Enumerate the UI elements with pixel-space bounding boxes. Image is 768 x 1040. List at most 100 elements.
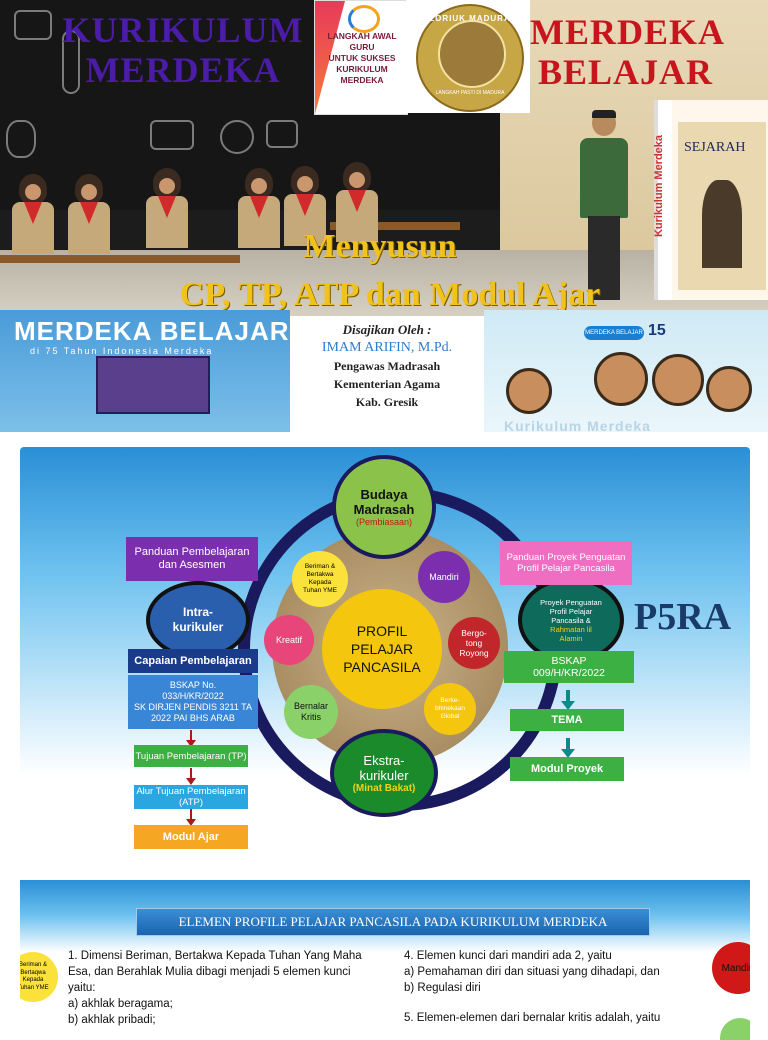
node-title: Ekstra-kurikuler xyxy=(359,752,409,783)
book-spine-text: Kurikulum Merdeka xyxy=(653,134,666,238)
presenter-intro: Disajikan Oleh : xyxy=(342,322,432,337)
student xyxy=(334,162,380,242)
logo-text: UNTUK SUKSES xyxy=(328,53,396,63)
paragraph-line: 1. Dimensi Beriman, Bertakwa Kepada Tuha… xyxy=(68,950,362,962)
box-label: Capaian Pembelajaran xyxy=(134,654,252,667)
elemen-profil-slide: ELEMEN PROFILE PELAJAR PANCASILA PADA KU… xyxy=(20,880,750,1040)
panduan-pembelajaran-box: Panduan Pembelajaran dan Asesmen xyxy=(126,537,258,581)
presenter-org: Kementerian Agama xyxy=(333,377,441,391)
alur-tujuan-box: Alur Tujuan Pembelajaran (ATP) xyxy=(134,785,248,809)
logo-text: KURIKULUM xyxy=(336,64,388,74)
node-title: Intra-kurikuler xyxy=(172,605,224,634)
banner-title: MERDEKA BELAJAR xyxy=(14,316,290,346)
banner-footer: Kurikulum Merdeka xyxy=(504,418,651,432)
element-label: Beriman & Bertakwa Kepada Tuhan YME xyxy=(303,563,337,594)
ekstrakurikuler-node: Ekstra-kurikuler (Minat Bakat) xyxy=(330,729,438,817)
child-illustration xyxy=(652,354,704,406)
headline-menyusun: Menyusun xyxy=(303,228,457,265)
student xyxy=(66,174,112,254)
down-arrow-icon xyxy=(561,738,575,758)
badge-label: Beriman & Bertaqwa Kepada Tuhan YME xyxy=(20,962,49,991)
logo-ring-text: LORIUK MADURA xyxy=(429,14,511,23)
budaya-madrasah-node: Budaya Madrasah (Pembiasaan) xyxy=(332,455,436,559)
paragraph-line: yaitu: xyxy=(68,982,96,994)
framework-diagram-slide: Budaya Madrasah (Pembiasaan) Ekstra-kuri… xyxy=(20,447,750,857)
jar-doodle-icon xyxy=(6,120,36,158)
pot-doodle-icon xyxy=(220,120,254,154)
box-label: Panduan Proyek Penguatan Profil Pelajar … xyxy=(506,552,626,574)
node-subtitle: (Minat Bakat) xyxy=(352,782,416,794)
student xyxy=(144,168,190,248)
langkah-awal-logo: LANGKAH AWAL GURU UNTUK SUKSES KURIKULUM… xyxy=(314,0,408,115)
child-illustration xyxy=(506,368,552,414)
box-label: Modul Ajar xyxy=(162,830,220,843)
pencils-emblem-icon xyxy=(438,20,506,88)
node-subtitle: Rahmatan lil Alamin xyxy=(550,624,592,643)
pan-doodle-icon xyxy=(266,120,298,148)
down-arrow-icon xyxy=(186,809,196,826)
laptop-doodle-icon xyxy=(150,120,194,150)
mandiri-badge: Mandiri xyxy=(712,942,750,994)
child-illustration xyxy=(706,366,752,412)
box-label: Tujuan Pembelajaran (TP) xyxy=(135,750,247,762)
laptop-doodle-icon xyxy=(14,10,52,40)
loriuk-madura-logo: LORIUK MADURA LANGKAH PASTI DI MADURA xyxy=(406,0,530,113)
down-arrow-icon xyxy=(561,690,575,710)
bskap-text: 2022 PAI BHS ARAB xyxy=(151,713,235,723)
kreatif-element: Kreatif xyxy=(264,615,314,665)
modul-proyek-box: Modul Proyek xyxy=(510,757,624,781)
video-call-illustration xyxy=(96,356,210,414)
list-item: b) akhlak pribadi; xyxy=(68,1014,156,1026)
paragraph-line: 5. Elemen-elemen dari bernalar kritis ad… xyxy=(404,1012,661,1024)
cover-slide: KURIKULUM MERDEKA LANGKAH AWAL GURU UNTU… xyxy=(0,0,768,432)
profil-pelajar-pancasila-center: PROFIL PELAJAR PANCASILA xyxy=(322,589,442,709)
portrait-image xyxy=(702,180,742,268)
child-illustration xyxy=(594,352,648,406)
beriman-text-block: 1. Dimensi Beriman, Bertakwa Kepada Tuha… xyxy=(68,948,388,1028)
episode-number: 15 xyxy=(648,322,666,339)
kebhinekaan-element: Berke-bhinekaan Global xyxy=(424,683,476,735)
element-label: Kreatif xyxy=(275,635,302,645)
element-label: Bernalar Kritis xyxy=(293,701,329,722)
tujuan-pembelajaran-box: Tujuan Pembelajaran (TP) xyxy=(134,745,248,767)
element-label: Berke-bhinekaan Global xyxy=(435,697,465,720)
paragraph-line: Esa, dan Berahlak Mulia dibagi menjadi 5… xyxy=(68,966,351,978)
title-line: KURIKULUM xyxy=(62,10,304,50)
presenter-name: IMAM ARIFIN, M.Pd. xyxy=(321,340,453,355)
modul-ajar-box: Modul Ajar xyxy=(134,825,248,849)
center-title: PROFIL PELAJAR PANCASILA xyxy=(343,623,421,675)
teacher xyxy=(578,110,630,300)
logo-text: MERDEKA xyxy=(340,75,384,85)
down-arrow-icon xyxy=(186,768,196,785)
merdeka-belajar-15-banner: MERDEKA BELAJAR 15 Kurikulum Merdeka xyxy=(484,310,768,432)
proyek-p5ra-node: Proyek Penguatan Profil Pelajar Pancasil… xyxy=(518,577,624,663)
logo-text: LANGKAH AWAL GURU xyxy=(327,31,397,52)
slide-header: ELEMEN PROFILE PELAJAR PANCASILA PADA KU… xyxy=(136,908,650,936)
merdeka-belajar-title: MERDEKA BELAJAR xyxy=(530,12,740,92)
box-label: Alur Tujuan Pembelajaran (ATP) xyxy=(136,786,246,808)
p5ra-label: P5RA xyxy=(634,596,732,638)
intrakurikuler-node: Intra-kurikuler xyxy=(146,581,250,659)
title-line: BELAJAR xyxy=(538,52,714,92)
desk xyxy=(330,222,460,230)
element-label: Bergo-tong Royong xyxy=(459,628,489,658)
headline-cp-tp-atp: CP, TP, ATP dan Modul Ajar xyxy=(179,276,601,313)
logo-ring-text: LANGKAH PASTI DI MADURA xyxy=(435,90,505,96)
presenter-info: Disajikan Oleh : IMAM ARIFIN, M.Pd. Peng… xyxy=(290,316,484,432)
bskap-text: BSKAP No. xyxy=(169,680,217,690)
list-item: b) Regulasi diri xyxy=(404,982,481,994)
mandiri-text-block: 4. Elemen kunci dari mandiri ada 2, yait… xyxy=(404,948,704,1026)
bskap-right-box: BSKAP 009/H/KR/2022 xyxy=(504,651,634,683)
mandiri-element: Mandiri xyxy=(418,551,470,603)
bernalar-badge xyxy=(720,1018,750,1040)
capaian-pembelajaran-box: Capaian Pembelajaran xyxy=(128,649,258,673)
student xyxy=(10,174,56,254)
title-line: MERDEKA xyxy=(530,12,725,52)
element-label: Mandiri xyxy=(429,572,459,582)
episode-pill: MERDEKA BELAJAR xyxy=(584,326,644,340)
presenter-region: Kab. Gresik xyxy=(355,395,419,409)
whisk-doodle-icon xyxy=(62,30,80,94)
student xyxy=(282,166,328,246)
beriman-element: Beriman & Bertakwa Kepada Tuhan YME xyxy=(292,551,348,607)
bskap-text: 009/H/KR/2022 xyxy=(533,667,605,679)
